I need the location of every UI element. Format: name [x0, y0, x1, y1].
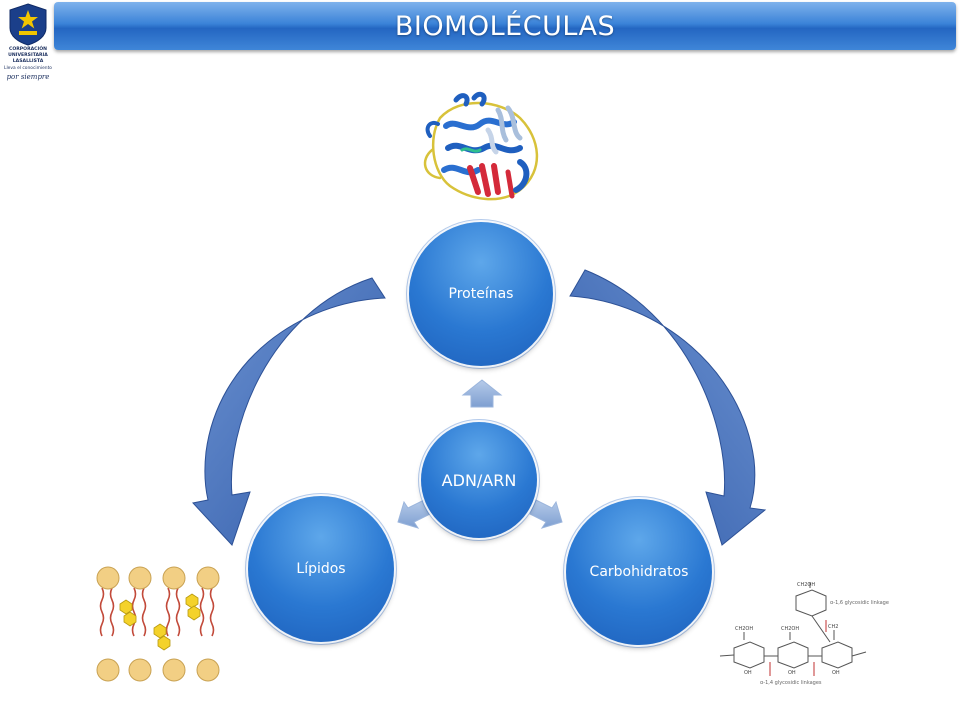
node-adn-arn: ADN/ARN — [421, 422, 537, 538]
svg-text:CH2: CH2 — [828, 624, 838, 630]
svg-text:CH2OH: CH2OH — [735, 626, 753, 632]
node-proteinas: Proteínas — [409, 222, 553, 366]
svg-text:OH: OH — [788, 670, 796, 676]
small-arrow-up — [461, 379, 503, 408]
logo-text-line-5: por siempre — [6, 73, 50, 81]
curved-arrow-left — [192, 277, 386, 546]
node-lipidos-label: Lípidos — [296, 561, 346, 577]
logo-text-line-1: CORPORACIÓN — [8, 47, 47, 52]
curved-arrow-right — [569, 269, 767, 546]
page-title: BIOMOLÉCULAS — [394, 10, 616, 42]
logo-text-line-2: UNIVERSITARIA — [8, 53, 48, 58]
svg-text:OH: OH — [832, 670, 840, 676]
node-adn-arn-label: ADN/ARN — [441, 470, 517, 490]
node-lipidos: Lípidos — [248, 496, 394, 642]
svg-text:α-1,4 glycosidic linkages: α-1,4 glycosidic linkages — [760, 680, 822, 686]
svg-text:α-1,6 glycosidic linkage: α-1,6 glycosidic linkage — [830, 600, 889, 606]
small-arrow-right — [529, 499, 563, 529]
logo-emblem-icon — [9, 3, 47, 46]
svg-text:CH2OH: CH2OH — [781, 626, 799, 632]
svg-text:OH: OH — [744, 670, 752, 676]
logo-text-line-4: Lleva el conocimiento — [4, 66, 52, 71]
node-proteinas-label: Proteínas — [448, 286, 514, 302]
title-bar: BIOMOLÉCULAS — [54, 2, 956, 50]
node-carbohidratos-label: Carbohidratos — [589, 564, 689, 580]
svg-text:CH2OH: CH2OH — [797, 582, 815, 588]
logo: CORPORACIÓN UNIVERSITARIA LASALLISTA Lle… — [2, 2, 54, 88]
node-carbohidratos: Carbohidratos — [566, 499, 712, 645]
logo-text-line-3: LASALLISTA — [12, 59, 44, 64]
